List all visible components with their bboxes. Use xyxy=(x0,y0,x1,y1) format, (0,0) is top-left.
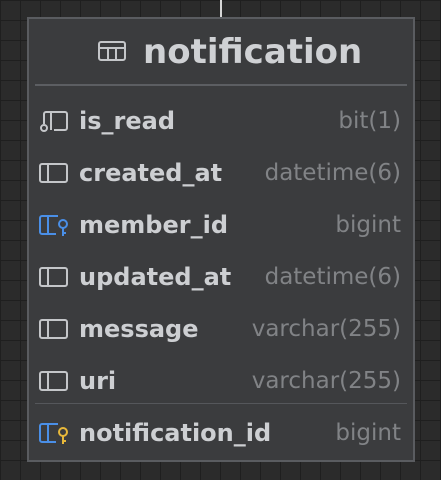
column-type: bigint xyxy=(335,212,401,238)
column-name: created_at xyxy=(79,159,223,187)
table-node-notification[interactable]: notification is_read bit(1) created_at d… xyxy=(27,17,415,462)
table-header[interactable]: notification xyxy=(29,19,413,85)
column-row-notification-id[interactable]: notification_id bigint xyxy=(29,411,413,455)
column-type: datetime(6) xyxy=(264,264,401,290)
header-divider xyxy=(35,84,407,86)
column-icon xyxy=(39,371,68,391)
column-row-updated-at[interactable]: updated_at datetime(6) xyxy=(29,255,413,299)
table-title: notification xyxy=(143,32,363,72)
relation-connector-line xyxy=(220,0,222,18)
primary-key-icon xyxy=(39,423,68,444)
column-row-member-id[interactable]: member_id bigint xyxy=(29,203,413,247)
column-row-message[interactable]: message varchar(255) xyxy=(29,307,413,351)
column-type: bigint xyxy=(335,420,401,446)
foreign-key-icon xyxy=(39,215,68,236)
key-section-divider xyxy=(35,403,407,404)
column-type: bit(1) xyxy=(338,108,401,134)
column-name: is_read xyxy=(79,107,175,135)
column-nullable-icon xyxy=(40,111,68,132)
column-icon xyxy=(39,163,68,183)
column-name: message xyxy=(79,315,199,343)
column-row-uri[interactable]: uri varchar(255) xyxy=(29,359,413,403)
column-row-created-at[interactable]: created_at datetime(6) xyxy=(29,151,413,195)
column-type: varchar(255) xyxy=(251,368,401,394)
column-icon xyxy=(39,267,68,287)
column-icon xyxy=(39,319,68,339)
column-type: datetime(6) xyxy=(264,160,401,186)
column-name: updated_at xyxy=(79,263,232,291)
column-name: member_id xyxy=(79,211,228,239)
table-icon xyxy=(98,41,126,61)
column-type: varchar(255) xyxy=(251,316,401,342)
column-row-is-read[interactable]: is_read bit(1) xyxy=(29,99,413,143)
column-name: notification_id xyxy=(79,419,272,447)
column-name: uri xyxy=(79,367,117,395)
